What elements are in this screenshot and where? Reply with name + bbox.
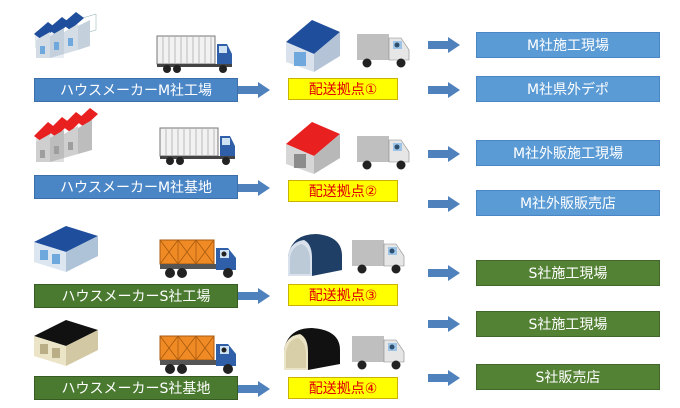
dark-quonset-hut-icon	[288, 234, 342, 276]
small-delivery-truck-icon	[357, 34, 410, 68]
black-quonset-hut-icon	[284, 328, 340, 370]
hub-label-2: 配送拠点②	[288, 180, 398, 202]
blue-factory-icon	[34, 12, 97, 58]
blue-warehouse-icon	[34, 226, 98, 272]
right-arrow-icon	[428, 370, 460, 386]
right-arrow-icon	[428, 82, 460, 98]
orange-cargo-truck-icon	[159, 239, 236, 278]
right-arrow-icon	[428, 316, 460, 332]
white-box-truck-icon	[159, 127, 235, 165]
destination-label-m-depot: M社県外デポ	[476, 76, 660, 102]
small-delivery-truck-icon	[357, 136, 410, 170]
right-arrow-icon	[238, 381, 270, 397]
right-arrow-icon	[238, 288, 270, 304]
source-label-m-base: ハウスメーカーM社基地	[34, 175, 238, 199]
orange-cargo-truck-icon	[159, 335, 236, 374]
right-arrow-icon	[428, 146, 460, 162]
hub-label-1: 配送拠点①	[288, 78, 398, 100]
destination-label-s-site: S社施工現場	[476, 260, 660, 286]
right-arrow-icon	[238, 180, 270, 196]
black-warehouse-icon	[34, 320, 98, 366]
destination-label-s-store: S社販売店	[476, 364, 660, 390]
hub-label-4: 配送拠点④	[288, 377, 398, 399]
hub-label-3: 配送拠点③	[288, 284, 398, 306]
right-arrow-icon	[428, 265, 460, 281]
destination-label-m-external-site: M社外販施工現場	[476, 140, 660, 166]
red-factory-icon	[34, 108, 98, 162]
red-warehouse-icon	[286, 122, 340, 174]
small-delivery-truck-icon	[352, 240, 405, 274]
small-delivery-truck-icon	[352, 336, 405, 370]
white-box-truck-icon	[156, 35, 232, 73]
right-arrow-icon	[238, 82, 270, 98]
destination-label-s-site-2: S社施工現場	[476, 311, 660, 337]
right-arrow-icon	[428, 196, 460, 212]
destination-label-m-site: M社施工現場	[476, 32, 660, 58]
source-label-s-base: ハウスメーカーS社基地	[34, 376, 238, 400]
destination-label-m-external-store: M社外販販売店	[476, 190, 660, 216]
source-label-m-factory: ハウスメーカーM社工場	[34, 78, 238, 102]
right-arrow-icon	[428, 37, 460, 53]
source-label-s-factory: ハウスメーカーS社工場	[34, 284, 238, 308]
blue-warehouse-icon	[286, 20, 340, 72]
